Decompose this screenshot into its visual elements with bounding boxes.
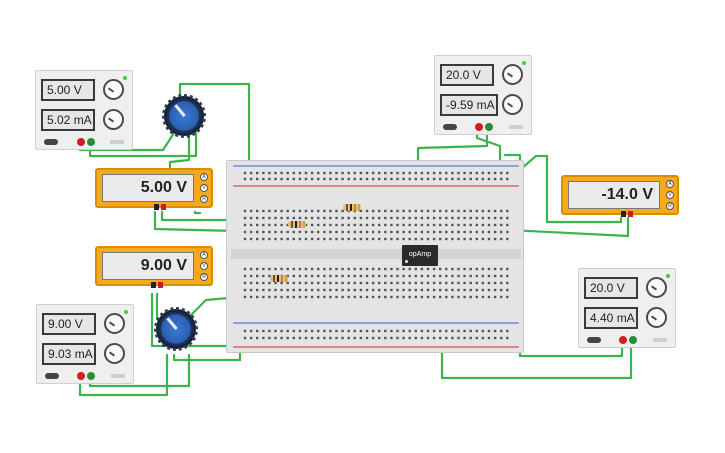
meter-reading: 5.00 V [102, 174, 194, 202]
meter-reading: -14.0 V [568, 181, 660, 209]
multimeter-3[interactable]: -14.0 V A V R [561, 175, 679, 217]
resistor-band [285, 275, 287, 282]
resistor-band [281, 275, 283, 282]
resistor-band [346, 204, 348, 211]
multimeter-1[interactable]: 5.00 V A V R [95, 168, 213, 210]
wire [503, 153, 624, 358]
mode-ohmmeter-icon[interactable]: R [200, 273, 208, 281]
resistor-band [350, 204, 352, 211]
current-knob-icon[interactable] [502, 94, 523, 115]
power-switch[interactable] [44, 139, 58, 145]
voltage-knob-icon[interactable] [103, 79, 124, 100]
mode-ammeter-icon[interactable]: A [666, 180, 674, 188]
opamp-chip[interactable]: opAmp [402, 245, 438, 266]
probe-black-icon[interactable] [151, 282, 156, 288]
resistor-band [299, 221, 301, 228]
multimeter-2[interactable]: 9.00 V A V R [95, 246, 213, 288]
probe-red-icon[interactable] [161, 204, 166, 210]
power-switch[interactable] [45, 373, 59, 379]
power-switch[interactable] [443, 124, 457, 130]
brand-plate-icon [110, 140, 124, 144]
voltage-knob-icon[interactable] [502, 64, 523, 85]
wire [193, 210, 202, 215]
positive-terminal-icon[interactable] [475, 123, 483, 131]
current-knob-icon[interactable] [103, 109, 124, 130]
probe-black-icon[interactable] [154, 204, 159, 210]
resistor-band [303, 221, 305, 228]
power-supply-3[interactable]: 9.00 V 9.03 mA [36, 304, 134, 384]
power-led-icon [124, 310, 128, 314]
resistor-band [277, 275, 279, 282]
current-display: 4.40 mA [584, 307, 638, 329]
current-display: -9.59 mA [440, 94, 498, 116]
current-display: 9.03 mA [42, 343, 96, 365]
voltage-display: 20.0 V [440, 64, 494, 86]
voltage-display: 5.00 V [41, 79, 95, 101]
resistor-band [291, 221, 293, 228]
power-led-icon [666, 274, 670, 278]
voltage-display: 9.00 V [42, 313, 96, 335]
current-knob-icon[interactable] [646, 307, 667, 328]
voltage-display: 20.0 V [584, 277, 638, 299]
wire [78, 353, 169, 397]
brand-plate-icon [111, 374, 125, 378]
potentiometer-2[interactable] [154, 307, 198, 351]
resistor-1[interactable] [288, 221, 306, 228]
wire [88, 131, 198, 158]
power-switch[interactable] [587, 337, 601, 343]
power-supply-2[interactable]: 20.0 V -9.59 mA [434, 55, 532, 135]
current-knob-icon[interactable] [104, 343, 125, 364]
power-led-icon [522, 61, 526, 65]
probe-red-icon[interactable] [158, 282, 163, 288]
wire [168, 131, 191, 174]
positive-terminal-icon[interactable] [77, 138, 85, 146]
meter-reading: 9.00 V [102, 252, 194, 280]
probe-red-icon[interactable] [628, 211, 633, 217]
brand-plate-icon [509, 125, 523, 129]
brand-plate-icon [653, 338, 667, 342]
positive-terminal-icon[interactable] [77, 372, 85, 380]
power-supply-1[interactable]: 5.00 V 5.02 mA [35, 70, 133, 150]
breadboard[interactable] [226, 160, 524, 353]
resistor-band [354, 204, 356, 211]
negative-terminal-icon[interactable] [485, 123, 493, 131]
power-led-icon [123, 76, 127, 80]
mode-voltmeter-icon[interactable]: V [200, 184, 208, 192]
potentiometer-1[interactable] [162, 94, 206, 138]
negative-terminal-icon[interactable] [87, 372, 95, 380]
mode-voltmeter-icon[interactable]: V [666, 191, 674, 199]
chip-label: opAmp [408, 251, 432, 258]
mode-ammeter-icon[interactable]: A [200, 173, 208, 181]
voltage-knob-icon[interactable] [104, 313, 125, 334]
resistor-band [295, 221, 297, 228]
breadboard-holes[interactable] [227, 161, 525, 354]
wire [153, 210, 238, 246]
mode-ohmmeter-icon[interactable]: R [666, 202, 674, 210]
wire [520, 154, 623, 224]
mode-voltmeter-icon[interactable]: V [200, 262, 208, 270]
resistor-band [273, 275, 275, 282]
resistor-band [358, 204, 360, 211]
mode-ammeter-icon[interactable]: A [200, 251, 208, 259]
negative-terminal-icon[interactable] [87, 138, 95, 146]
positive-terminal-icon[interactable] [619, 336, 627, 344]
resistor-3[interactable] [270, 275, 288, 282]
power-supply-4[interactable]: 20.0 V 4.40 mA [578, 268, 676, 348]
voltage-knob-icon[interactable] [646, 277, 667, 298]
current-display: 5.02 mA [41, 109, 95, 131]
mode-ohmmeter-icon[interactable]: R [200, 195, 208, 203]
negative-terminal-icon[interactable] [629, 336, 637, 344]
resistor-2[interactable] [343, 204, 361, 211]
probe-black-icon[interactable] [621, 211, 626, 217]
